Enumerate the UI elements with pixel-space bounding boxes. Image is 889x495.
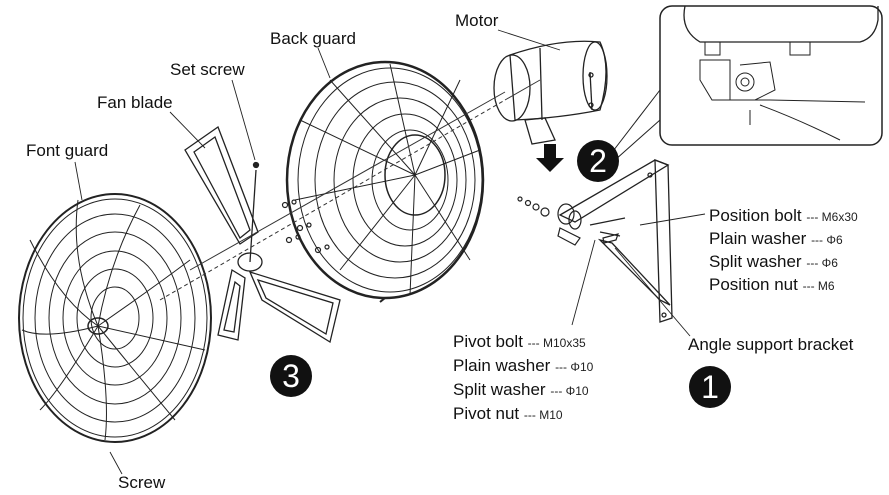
split-washer-6-label: Split washer --- Φ6 xyxy=(709,252,838,271)
split-washer-10-label: Split washer --- Φ10 xyxy=(453,380,589,399)
position-bolt-label: Position bolt --- M6x30 xyxy=(709,206,858,225)
motor-drawing xyxy=(493,40,608,145)
front-guard-drawing xyxy=(18,193,212,443)
back-guard-label: Back guard xyxy=(270,29,356,48)
fan-blade-label: Fan blade xyxy=(97,93,173,112)
leader-lines xyxy=(74,29,706,475)
back-guard-drawing xyxy=(285,60,485,303)
plain-washer-6-label: Plain washer --- Φ6 xyxy=(709,229,843,248)
pivot-hardware-drawing xyxy=(517,196,626,246)
pivot-bolt-label: Pivot bolt --- M10x35 xyxy=(453,332,586,351)
detail-inset xyxy=(609,5,883,161)
motor-label: Motor xyxy=(455,11,499,30)
assembly-axis-lines xyxy=(159,79,541,301)
step-2-badge: 2 xyxy=(577,140,619,182)
pivot-nut-label: Pivot nut --- M10 xyxy=(453,404,563,423)
step-3-badge: 3 xyxy=(270,355,312,397)
angle-bracket-drawing xyxy=(558,159,673,323)
arrow-down-icon xyxy=(536,144,564,172)
step-1-badge: 1 xyxy=(689,366,731,408)
front-guard-label: Font guard xyxy=(26,141,109,160)
angle-bracket-label: Angle support bracket xyxy=(688,335,854,354)
guard-screws xyxy=(281,199,330,254)
screw-label: Screw xyxy=(118,473,166,492)
plain-washer-10-label: Plain washer --- Φ10 xyxy=(453,356,594,375)
position-nut-label: Position nut --- M6 xyxy=(709,275,835,294)
set-screw-label: Set screw xyxy=(170,60,245,79)
